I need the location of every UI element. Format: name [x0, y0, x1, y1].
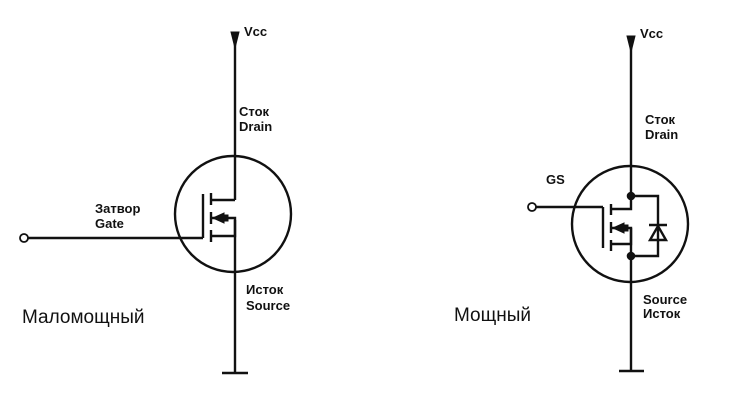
source-label-en-left: Source — [246, 298, 290, 313]
gate-label-en-left: Gate — [95, 216, 124, 231]
drain-link-right — [611, 196, 633, 211]
body-dot-right — [621, 224, 629, 232]
caption-left: Маломощный — [22, 307, 145, 328]
gate-terminal-left — [19, 233, 29, 243]
drain-label-en-left: Drain — [239, 119, 272, 134]
diode-triangle-right — [647, 223, 669, 242]
power-mosfet: Vcc Сток Drain GS Source Исток Мощный — [454, 26, 690, 373]
drain-label-ru-right: Сток — [645, 112, 676, 127]
vcc-label-left: Vcc — [244, 24, 267, 39]
drain-label-ru-left: Сток — [239, 104, 270, 119]
transistor-body-left — [173, 154, 293, 274]
source-label-ru-left: Исток — [246, 282, 284, 297]
caption-right: Мощный — [454, 305, 531, 326]
transistor-body-right — [570, 164, 690, 284]
low-power-mosfet: Vcc Сток Drain Затвор Gate Исток Source … — [19, 24, 293, 375]
body-dot-left — [221, 214, 229, 222]
source-label-ru-right: Исток — [643, 306, 681, 321]
drain-label-en-right: Drain — [645, 127, 678, 142]
gate-label-ru-left: Затвор — [95, 201, 141, 216]
gate-terminal-right — [527, 202, 537, 212]
gate-label-right: GS — [546, 172, 565, 187]
source-label-en-right: Source — [643, 292, 687, 307]
vcc-label-right: Vcc — [640, 26, 663, 41]
